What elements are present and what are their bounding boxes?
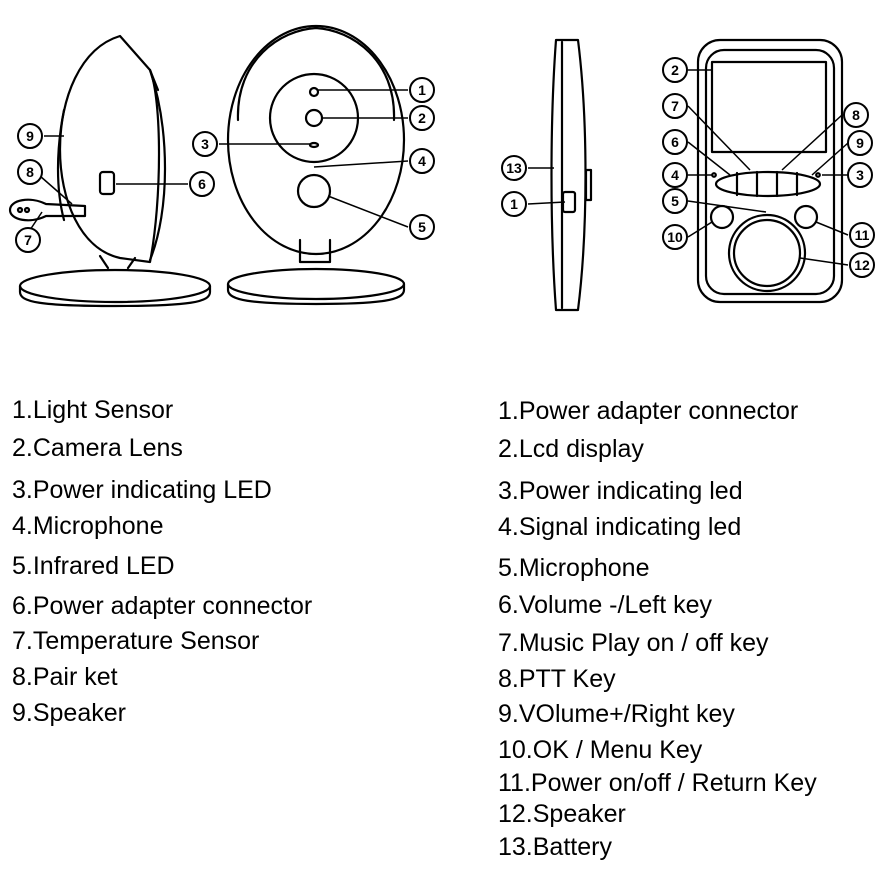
svg-text:11: 11 bbox=[855, 227, 870, 243]
camera-front-view bbox=[226, 24, 406, 306]
callout-5: 5 bbox=[409, 214, 435, 240]
legend-item: 5.Infrared LED bbox=[12, 552, 175, 580]
svg-text:6: 6 bbox=[198, 176, 206, 192]
svg-text:5: 5 bbox=[418, 219, 426, 235]
legend-item: 1.Power adapter connector bbox=[498, 397, 799, 425]
parent-callout-6: 6 bbox=[662, 129, 688, 155]
callout-8: 8 bbox=[17, 159, 43, 185]
callout-3: 3 bbox=[192, 131, 218, 157]
parent-callout-2: 2 bbox=[662, 57, 688, 83]
legend-item: 6.Power adapter connector bbox=[12, 592, 313, 620]
legend-item: 11.Power on/off / Return Key bbox=[498, 769, 817, 797]
legend-item: 9.VOlume+/Right key bbox=[498, 700, 735, 728]
legend-item: 3.Power indicating LED bbox=[12, 476, 272, 504]
svg-text:8: 8 bbox=[852, 107, 860, 123]
legend-item: 4.Signal indicating led bbox=[498, 513, 742, 541]
callout-2: 2 bbox=[409, 105, 435, 131]
svg-text:7: 7 bbox=[671, 98, 679, 114]
parent-callout-1: 1 bbox=[501, 191, 527, 217]
callout-4: 4 bbox=[409, 148, 435, 174]
parent-callout-11: 11 bbox=[849, 222, 875, 248]
svg-text:7: 7 bbox=[24, 232, 32, 248]
parent-callout-5: 5 bbox=[662, 188, 688, 214]
legend-item: 4.Microphone bbox=[12, 512, 164, 540]
callout-6: 6 bbox=[189, 171, 215, 197]
callouts: 1 2 3 4 5 6 7 8 9 2 7 8 6 9 4 3 5 10 11 … bbox=[15, 57, 875, 278]
legend-item: 3.Power indicating led bbox=[498, 477, 743, 505]
parent-callout-4: 4 bbox=[662, 162, 688, 188]
legend-item: 2.Camera Lens bbox=[12, 434, 183, 462]
svg-text:4: 4 bbox=[418, 153, 426, 169]
legend-item: 5.Microphone bbox=[498, 554, 650, 582]
parent-callout-8: 8 bbox=[843, 102, 869, 128]
parent-callout-9: 9 bbox=[847, 130, 873, 156]
svg-text:12: 12 bbox=[854, 257, 870, 273]
callout-9: 9 bbox=[17, 123, 43, 149]
parent-callout-13: 13 bbox=[501, 155, 527, 181]
svg-text:13: 13 bbox=[506, 160, 522, 176]
parent-callout-3: 3 bbox=[847, 162, 873, 188]
legend-item: 1.Light Sensor bbox=[12, 396, 174, 424]
callout-1: 1 bbox=[409, 77, 435, 103]
legend-item: 8.Pair ket bbox=[12, 663, 118, 691]
svg-text:9: 9 bbox=[26, 128, 34, 144]
legend-item: 13.Battery bbox=[498, 833, 612, 861]
legend-item: 2.Lcd display bbox=[498, 435, 644, 463]
svg-text:8: 8 bbox=[26, 164, 34, 180]
svg-text:4: 4 bbox=[671, 167, 679, 183]
svg-text:9: 9 bbox=[856, 135, 864, 151]
callout-7: 7 bbox=[15, 227, 41, 253]
svg-text:1: 1 bbox=[510, 196, 518, 212]
leader-lines bbox=[29, 69, 849, 266]
parent-callout-12: 12 bbox=[849, 252, 875, 278]
parent-unit-legend: 1.Power adapter connector 2.Lcd display … bbox=[498, 397, 878, 867]
legend-item: 6.Volume -/Left key bbox=[498, 591, 713, 619]
svg-text:3: 3 bbox=[201, 136, 209, 152]
camera-side-view bbox=[8, 34, 212, 308]
parent-callout-10: 10 bbox=[662, 224, 688, 250]
parent-front-view bbox=[696, 38, 844, 304]
legend-item: 9.Speaker bbox=[12, 699, 126, 727]
legend-item: 7.Temperature Sensor bbox=[12, 627, 260, 655]
legend-item: 8.PTT Key bbox=[498, 665, 616, 693]
legend-item: 7.Music Play on / off key bbox=[498, 629, 769, 657]
svg-text:2: 2 bbox=[418, 110, 426, 126]
svg-text:2: 2 bbox=[671, 62, 679, 78]
svg-text:5: 5 bbox=[671, 193, 679, 209]
svg-text:1: 1 bbox=[418, 82, 426, 98]
svg-text:3: 3 bbox=[856, 167, 864, 183]
svg-text:10: 10 bbox=[667, 229, 683, 245]
product-diagram: 1 2 3 4 5 6 7 8 9 2 7 8 6 9 4 3 5 10 11 … bbox=[8, 24, 875, 312]
svg-text:6: 6 bbox=[671, 134, 679, 150]
legend-item: 12.Speaker bbox=[498, 800, 626, 828]
parent-side-view bbox=[550, 38, 593, 312]
camera-legend: 1.Light Sensor 2.Camera Lens 3.Power ind… bbox=[12, 396, 432, 736]
parent-callout-7: 7 bbox=[662, 93, 688, 119]
legend-item: 10.OK / Menu Key bbox=[498, 736, 703, 764]
